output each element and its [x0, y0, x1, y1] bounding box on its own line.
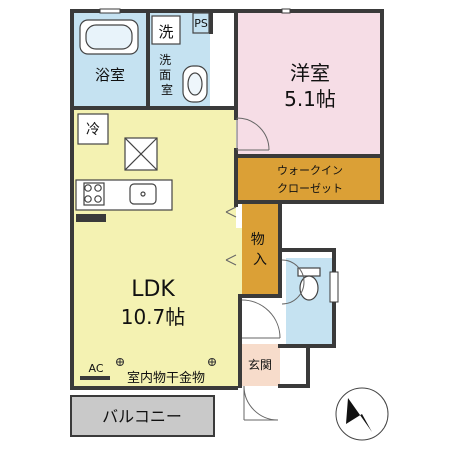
walls [70, 9, 384, 390]
storage-label-1: 物 [251, 232, 265, 248]
fridge-box [77, 113, 109, 145]
walk-in-closet-area [237, 156, 380, 201]
drying-hardware-label: 室内物干金物 [127, 370, 205, 386]
ac-label: AC [88, 362, 103, 375]
balcony-label: バルコニー [102, 407, 182, 426]
doors [225, 117, 305, 421]
balcony-area [71, 396, 214, 436]
washer-label: 洗 [158, 23, 173, 41]
fridge-label: 冷 [86, 122, 100, 138]
balcony-outline [70, 395, 215, 437]
washroom-label-1: 洗 [159, 53, 171, 67]
ldk-area-lower [74, 228, 242, 386]
washroom-label-3: 室 [161, 82, 173, 97]
ps-label: PS [194, 17, 208, 30]
walk-in-closet-label-1: ウォークイン [277, 164, 343, 177]
western-room-area [237, 13, 380, 154]
walk-in-closet-label-2: クローゼット [277, 182, 343, 195]
western-room-label: 洋室 [290, 61, 330, 85]
storage-area [242, 204, 278, 295]
entrance-label: 玄関 [248, 357, 272, 372]
western-room-size: 5.1帖 [284, 87, 336, 111]
washroom-label: 洗 面 室 [159, 53, 175, 97]
drying-hooks [116, 358, 216, 366]
ldk-label: LDK [131, 277, 175, 302]
storage-label-2: 入 [253, 252, 267, 268]
washer-box [151, 15, 181, 45]
ps-box [192, 12, 210, 34]
ldk-size: 10.7帖 [121, 305, 186, 329]
north-arrow-icon [335, 387, 389, 441]
fixtures [75, 12, 321, 301]
washroom-label-2: 面 [159, 68, 171, 82]
windows [99, 8, 339, 303]
bath-label: 浴室 [95, 66, 125, 84]
entrance-area [240, 344, 280, 386]
storage-label: 物 入 [251, 232, 269, 268]
